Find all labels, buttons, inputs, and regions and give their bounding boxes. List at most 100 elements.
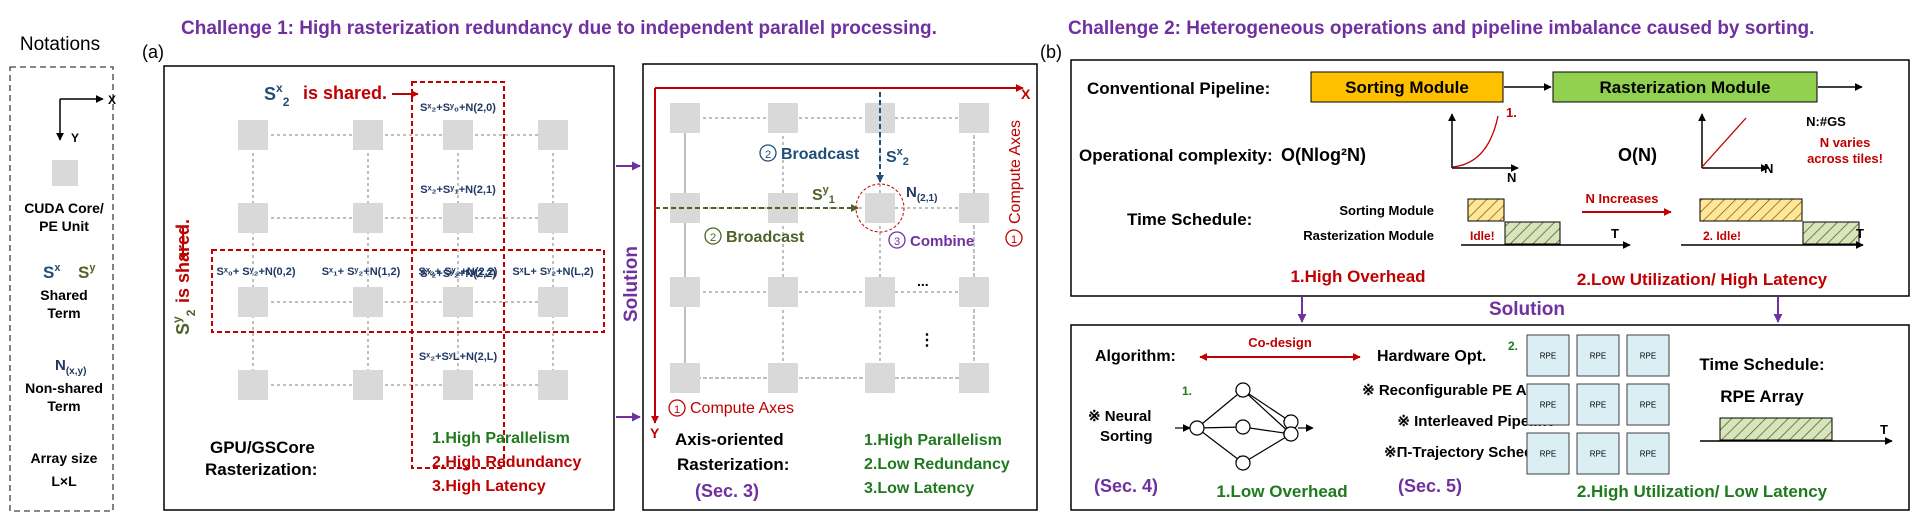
column-terms: Sˣ₂+Sʸ₀+N(2,0)Sˣ₂+Sʸ₁+N(2,1)Sˣ₂+Sʸ₂+N(2,… bbox=[419, 102, 498, 363]
network-node bbox=[1235, 382, 1251, 398]
network-node bbox=[1189, 420, 1205, 436]
sy-symbol: Sy bbox=[78, 262, 96, 282]
axis-label-1: Axis-oriented bbox=[675, 430, 784, 449]
core-unit bbox=[538, 120, 568, 150]
core-legend-square bbox=[52, 160, 78, 186]
combine-label: Combine bbox=[910, 233, 974, 250]
array-label-1: Array size bbox=[31, 450, 98, 466]
rpe-cell-label: RPE bbox=[1590, 401, 1606, 410]
panel-a-label: (a) bbox=[142, 42, 164, 62]
time-schedule-label: Time Schedule: bbox=[1127, 210, 1252, 229]
low-overhead-label: 1.Low Overhead bbox=[1216, 482, 1347, 501]
rpe-cell bbox=[1576, 383, 1620, 426]
core-unit bbox=[238, 370, 268, 400]
core-unit bbox=[865, 277, 895, 307]
core-unit bbox=[959, 363, 989, 393]
shared-column-box bbox=[411, 81, 505, 469]
column-term: Sˣ₂+Sʸ₀+N(2,0) bbox=[420, 102, 496, 114]
num2-label: 2. bbox=[1508, 339, 1518, 353]
sx2-solution: Sx2 bbox=[886, 146, 909, 168]
conventional-panel: Conventional Pipeline: Sorting Module Ra… bbox=[1070, 59, 1910, 297]
n-varies-2: across tiles! bbox=[1807, 151, 1883, 166]
algorithm-label: Algorithm: bbox=[1095, 348, 1176, 365]
high-overhead-label: 1.High Overhead bbox=[1290, 267, 1425, 286]
raster-module-box bbox=[1552, 71, 1818, 103]
core-unit bbox=[538, 287, 568, 317]
core-unit bbox=[670, 103, 700, 133]
rpe-schedule-bar bbox=[1719, 417, 1833, 441]
nlogn-graph bbox=[1448, 113, 1519, 172]
solution-label-b: Solution bbox=[1489, 299, 1565, 320]
core-label-2: PE Unit bbox=[39, 218, 89, 234]
ts-sorting-label: Sorting Module bbox=[1339, 203, 1434, 218]
sy2-shared-label: is shared. bbox=[173, 219, 193, 303]
n21-label: N(2,1) bbox=[906, 184, 937, 204]
compute-axes-y: 1 Compute Axes bbox=[668, 399, 794, 417]
combine-circle bbox=[855, 183, 905, 233]
opt-item-3: ※Π-Trajectory Schedule bbox=[1384, 444, 1555, 461]
network-edge bbox=[1242, 433, 1292, 464]
core-unit bbox=[959, 277, 989, 307]
core-unit-target bbox=[865, 193, 895, 223]
core-unit bbox=[538, 370, 568, 400]
panel-b-label: (b) bbox=[1040, 42, 1062, 62]
rpe-cell bbox=[1576, 432, 1620, 475]
solution-box bbox=[1070, 324, 1910, 511]
compute-axes-label-1: Compute Axes bbox=[1007, 120, 1024, 224]
broadcast-y: 2 Broadcast bbox=[704, 227, 805, 246]
sx2-shared-label: is shared. bbox=[303, 83, 387, 103]
ts2-label: Time Schedule: bbox=[1699, 355, 1824, 374]
n-axis-label-1: N bbox=[1507, 170, 1516, 185]
dots-vertical: ⋮ bbox=[919, 332, 935, 349]
column-term: Sˣ₂+Sʸ₂+N(2,2) bbox=[420, 268, 496, 280]
challenge2-title: Challenge 2: Heterogeneous operations an… bbox=[1068, 18, 1814, 39]
op-complexity-label: Operational complexity: bbox=[1079, 146, 1273, 165]
core-unit bbox=[443, 203, 473, 233]
core-unit bbox=[238, 287, 268, 317]
broadcast-x: 2 Broadcast bbox=[759, 144, 860, 163]
core-unit bbox=[238, 203, 268, 233]
rpe-array-label: RPE Array bbox=[1720, 387, 1804, 406]
n-graph bbox=[1698, 113, 1769, 172]
neural-sorting-network-icon bbox=[1175, 382, 1314, 471]
num1-label: 1. bbox=[1182, 384, 1192, 398]
rpe-cell-label: RPE bbox=[1640, 352, 1656, 361]
rpe-cell-label: RPE bbox=[1590, 352, 1606, 361]
sx-symbol: Sx bbox=[43, 262, 61, 282]
svg-text:2: 2 bbox=[765, 149, 771, 161]
network-edge bbox=[1196, 389, 1244, 429]
nonshared-label-2: Term bbox=[47, 398, 80, 414]
notations-panel: Notations X Y CUDA Core/ PE Unit Sx Sy S… bbox=[9, 34, 116, 512]
axis-rasterization-panel: X Y 1 Compute Axes 1 Compute Axes 2 Broa… bbox=[642, 63, 1038, 511]
network-edge bbox=[1196, 423, 1244, 432]
row-term: Sˣ₂+ Sʸ₂+N(2,2) bbox=[419, 266, 498, 278]
neural-label-2: Sorting bbox=[1100, 428, 1153, 445]
codesign-label: Co-design bbox=[1248, 335, 1312, 350]
sy2-symbol: Sy2 bbox=[170, 309, 198, 335]
row-term: Sˣ₁+ Sʸ₂+N(1,2) bbox=[322, 266, 401, 278]
core-unit bbox=[443, 370, 473, 400]
column-term: Sˣ₂+SʸL+N(2,L) bbox=[419, 351, 498, 363]
neural-label-1: ※ Neural bbox=[1088, 408, 1151, 425]
core-unit bbox=[959, 193, 989, 223]
network-node bbox=[1235, 455, 1251, 471]
core-label-1: CUDA Core/ bbox=[24, 200, 104, 216]
core-unit bbox=[353, 370, 383, 400]
gpu-item-2: 2.High Redundancy bbox=[432, 454, 581, 471]
solution-label-a: Solution bbox=[621, 246, 642, 322]
onlogn-label: O(Nlog²N) bbox=[1281, 145, 1366, 165]
conventional-box bbox=[1070, 59, 1910, 297]
sec4-label: (Sec. 4) bbox=[1094, 476, 1158, 496]
row-term: SˣL+ Sʸ₂+N(L,2) bbox=[512, 266, 594, 278]
core-unit bbox=[238, 120, 268, 150]
rpe-cell bbox=[1526, 432, 1570, 475]
core-unit bbox=[959, 103, 989, 133]
rpe-cell-label: RPE bbox=[1590, 450, 1606, 459]
rpe-cell-label: RPE bbox=[1540, 401, 1556, 410]
svg-text:1: 1 bbox=[674, 404, 680, 416]
row-terms: Sˣ₀+ Sʸ₂+N(0,2)Sˣ₁+ Sʸ₂+N(1,2)Sˣ₂+ Sʸ₂+N… bbox=[217, 266, 594, 278]
gpu-item-3: 3.High Latency bbox=[432, 478, 546, 495]
gpu-panel-box bbox=[163, 65, 615, 511]
one-marker: 1. bbox=[1506, 105, 1517, 120]
sorting-module-label: Sorting Module bbox=[1345, 78, 1469, 97]
